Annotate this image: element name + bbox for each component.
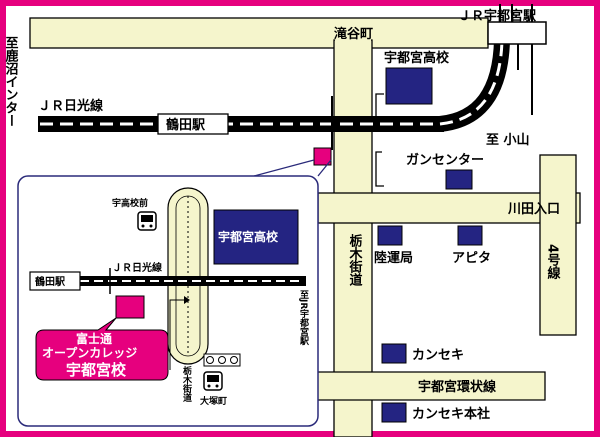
road-takinoya (29, 17, 489, 49)
label-cancer-center: ガンセンター (406, 153, 484, 168)
school-name-line2: オープンカレッジ (42, 345, 137, 360)
label-rikuunkyoku: 陸運局 (374, 250, 413, 266)
label-kanjo: 宇都宮環状線 (418, 379, 497, 395)
building-kanseki (381, 343, 407, 364)
label-tochigi-kaido-main: 栃木街道 (347, 233, 364, 287)
label-utsunomiya-high: 宇都宮高校 (384, 50, 450, 66)
inset-label-tochigi-kaido: 栃木街道 (181, 365, 193, 403)
building-apita (457, 225, 483, 246)
inset-label-utsunomiya-high: 宇都宮高校 (218, 229, 279, 244)
road-tochigi-kaido (333, 39, 373, 437)
school-name-line1: 富士通 (76, 331, 112, 346)
bracket-cancer-center (375, 151, 384, 187)
label-to-kanuma: 至鹿沼インター (3, 36, 19, 127)
school-callout (35, 317, 169, 381)
traffic-light-icon (203, 353, 241, 367)
inset-station-tsuruta (29, 271, 81, 291)
inset-label-utsunomiya-high-mae: 宇高校前 (112, 197, 148, 209)
building-rikuunkyoku (377, 225, 403, 246)
station-tsuruta-box (157, 113, 229, 135)
label-jr-nikko-line: ＪＲ日光線 (38, 98, 104, 114)
station-jr-utsunomiya (487, 21, 547, 45)
inset-label-tsuruta: 鶴田駅 (35, 275, 66, 288)
marker-school-inset (115, 295, 145, 319)
marker-school-main (313, 147, 332, 166)
building-utsunomiya-high (385, 67, 433, 105)
label-takinoya: 滝谷町 (334, 26, 373, 42)
label-kawata-iriguchi: 川田入口 (507, 202, 560, 217)
building-cancer-center (445, 169, 473, 190)
inset-label-otsuka-cho: 大塚町 (200, 395, 227, 407)
road-route4 (539, 154, 577, 336)
inset-label-jr-nikko: ＪＲ日光線 (112, 261, 162, 274)
inset-building-utsunomiya-high (213, 209, 299, 265)
inset-label-to-jr-utsunomiya: 至JR宇都宮駅 (298, 290, 310, 346)
label-to-oyama: 至 小山 (486, 132, 530, 148)
inset-route-arrow (169, 299, 184, 370)
label-route4: 4号線 (545, 244, 561, 280)
callout-line-right (317, 159, 332, 177)
label-kanseki: カンセキ (412, 348, 464, 363)
building-kanseki-honsha (381, 402, 407, 423)
callout-line-left (253, 159, 315, 177)
label-apita: アピタ (452, 251, 491, 266)
label-jr-utsunomiya: ＪＲ宇都宮駅 (458, 8, 537, 24)
bracket-school (375, 93, 384, 124)
label-kanseki-honsha: カンセキ本社 (412, 406, 490, 422)
school-name-line3: 宇都宮校 (66, 361, 127, 379)
label-tsuruta-station: 鶴田駅 (166, 117, 206, 133)
